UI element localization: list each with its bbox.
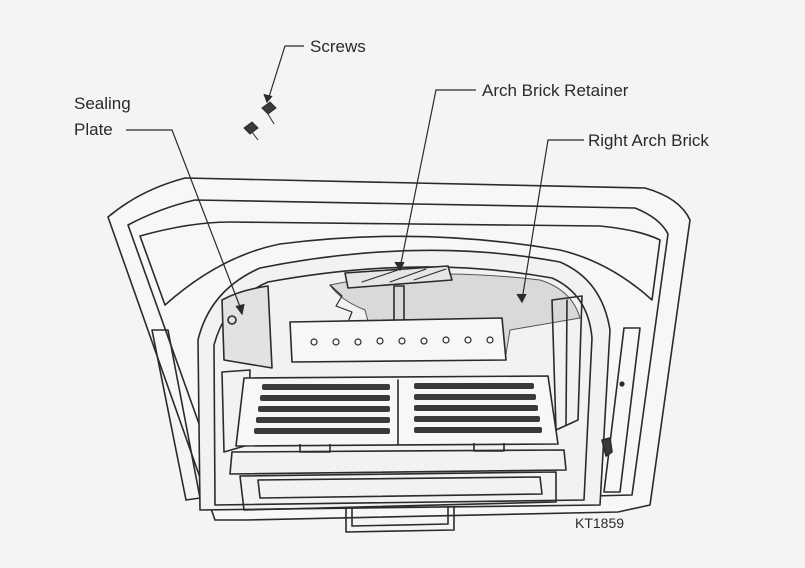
faceplate-right-panel bbox=[603, 327, 641, 493]
faceplate-inner-bevel bbox=[127, 199, 669, 506]
screws-icon bbox=[243, 101, 277, 141]
air-hole bbox=[420, 337, 428, 345]
grate-bar bbox=[414, 405, 538, 411]
air-hole bbox=[332, 338, 340, 346]
label-arch-brick-retainer: Arch Brick Retainer bbox=[482, 81, 629, 100]
grate-bar bbox=[260, 395, 390, 401]
ash-pan bbox=[239, 471, 557, 511]
air-hole bbox=[398, 337, 406, 345]
grate-bar bbox=[254, 428, 390, 434]
grate-bar bbox=[414, 383, 534, 389]
grate-bar bbox=[256, 417, 390, 423]
air-tube-manifold bbox=[289, 317, 507, 363]
right-side-brick-seam bbox=[565, 299, 568, 426]
label-sealing-plate-line1: Sealing bbox=[74, 94, 131, 113]
hearth-ledge bbox=[229, 449, 567, 475]
sealing-plate bbox=[221, 285, 273, 369]
label-sealing-plate-line2: Plate bbox=[74, 120, 113, 139]
arrow-head bbox=[235, 303, 245, 316]
grate-bar bbox=[414, 416, 540, 422]
label-right-arch-brick: Right Arch Brick bbox=[588, 131, 709, 150]
retainer-leader bbox=[399, 89, 476, 269]
air-hole bbox=[464, 336, 472, 344]
grate-bar bbox=[414, 427, 542, 433]
retainer-hatch bbox=[389, 268, 427, 283]
ash-pan-handle-inner bbox=[351, 506, 449, 527]
air-hole bbox=[486, 336, 494, 344]
arch-brick-retainer bbox=[344, 265, 453, 289]
label-screws: Screws bbox=[310, 37, 366, 56]
screws-leader bbox=[267, 45, 304, 101]
sealing-plate-leader bbox=[126, 129, 243, 313]
faceplate-rivet bbox=[619, 381, 625, 387]
air-hole bbox=[354, 338, 362, 346]
sealing-plate-screw-hole bbox=[227, 315, 237, 325]
right-arch-brick-leader bbox=[521, 139, 584, 301]
arrow-head bbox=[516, 293, 527, 304]
arrow-head bbox=[263, 93, 273, 104]
door-latch bbox=[601, 437, 613, 457]
faceplate-top-panel bbox=[139, 221, 661, 306]
arrow-head bbox=[394, 261, 405, 272]
ash-pan-handle bbox=[345, 506, 455, 533]
retainer-hatch bbox=[361, 269, 399, 283]
air-hole bbox=[310, 338, 318, 346]
right-side-brick bbox=[551, 295, 583, 431]
grate-bar bbox=[258, 406, 390, 412]
ash-pan-lip bbox=[257, 476, 543, 499]
retainer-hatch bbox=[413, 268, 447, 281]
figure-code: KT1859 bbox=[575, 515, 625, 531]
grate-bar bbox=[262, 384, 390, 390]
grate-bar bbox=[414, 394, 536, 400]
air-hole bbox=[442, 336, 450, 344]
air-hole bbox=[376, 337, 384, 345]
